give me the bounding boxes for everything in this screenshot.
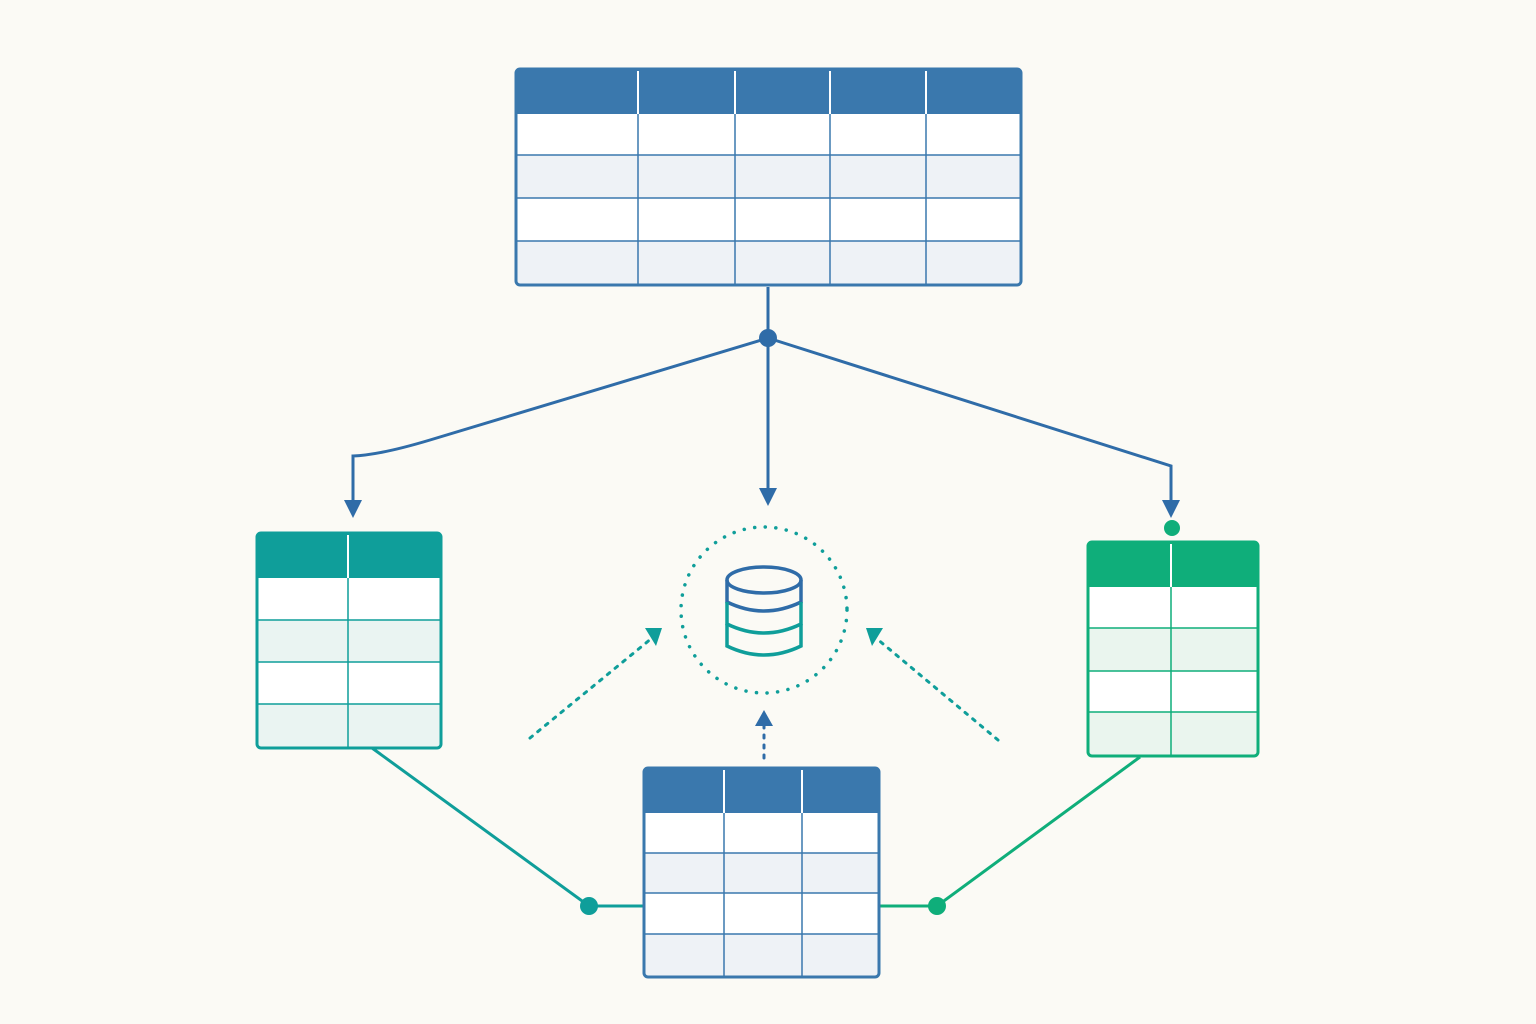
left-table [255,531,443,750]
arrowhead-up-left [866,628,883,646]
table-row [644,893,879,934]
table-row [516,114,1021,155]
table-header [516,69,1021,114]
database-icon [725,565,803,657]
table-row [516,155,1021,198]
table-header [644,768,879,813]
dotted-ring [679,525,849,695]
table-row [1088,587,1258,628]
bottom-table [642,766,881,979]
table-row [257,704,441,748]
arrowhead-down-center [759,488,777,506]
table-row [516,241,1021,285]
connector-top-to-left [351,336,769,502]
table-outline [514,67,1023,287]
table-row [644,853,879,893]
table-outline [1086,540,1260,758]
left-junction-node [580,897,598,915]
table-row [257,662,441,704]
table-outline [642,766,881,979]
table-row [644,813,879,853]
connector-right-to-bottom [880,755,1141,908]
table-row [257,620,441,662]
connector-top-to-right [767,336,1173,502]
arrowhead-down-right [1162,500,1180,518]
tables [255,67,1260,979]
arrowhead-down-left [344,500,362,518]
table-row [1088,712,1258,756]
connectors [344,287,1180,915]
table-row [1088,628,1258,671]
table-row [644,934,879,977]
right-junction-node [928,897,946,915]
table-outline [255,531,443,750]
hub-node [759,329,777,347]
right-table-top-node [1164,520,1180,536]
table-row [1088,671,1258,712]
database-node [679,525,849,695]
table-row [257,578,441,620]
connector-left-to-bottom [371,746,644,908]
table-row [516,198,1021,241]
top-table [514,67,1023,287]
arrowhead-up-right [645,628,662,646]
connector-left-to-database [528,636,654,740]
table-header [1088,542,1258,587]
arrowhead-up-center [755,710,773,726]
connector-right-to-database [874,636,1000,742]
right-table [1086,540,1260,758]
